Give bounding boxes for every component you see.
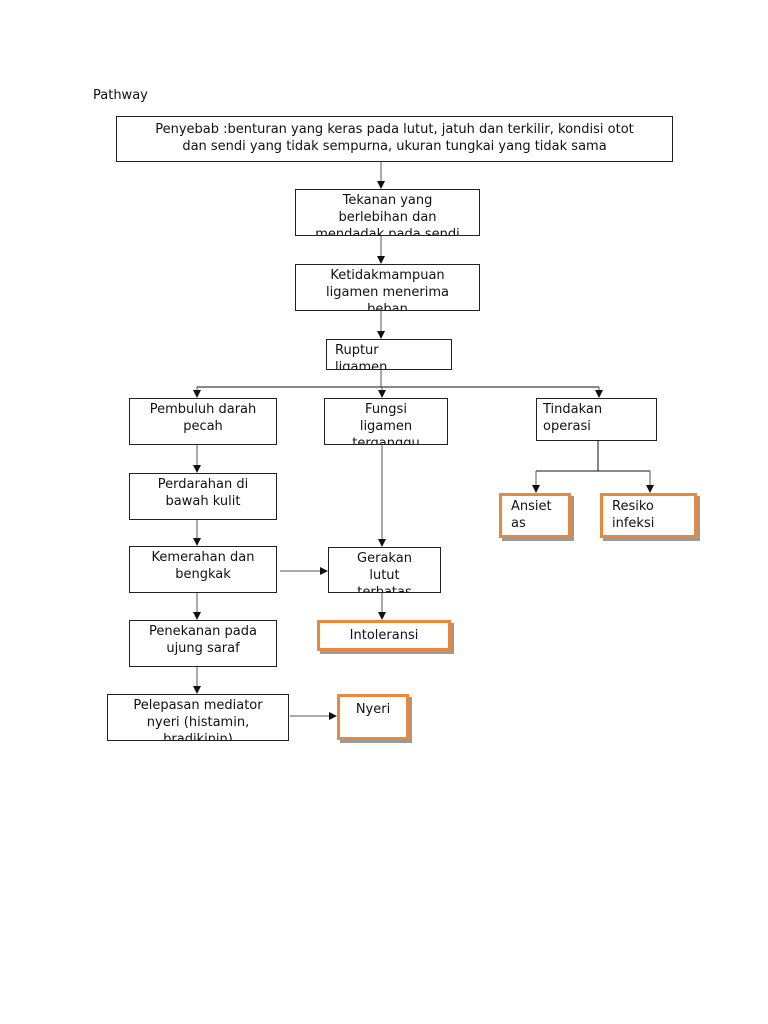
node-vessel: Pembuluh darah pecah xyxy=(129,398,277,445)
node-text: operasi xyxy=(543,419,591,434)
node-text: ligamen xyxy=(335,360,388,370)
node-text: as xyxy=(511,516,526,531)
node-surgery: Tindakan operasi xyxy=(536,398,657,441)
node-inability: Ketidakmampuan ligamen menerima beban xyxy=(295,264,480,311)
node-text: ujung saraf xyxy=(166,641,240,656)
node-text: ligamen xyxy=(359,419,413,434)
node-text: terganggu xyxy=(352,436,420,445)
node-pressure: Tekanan yang berlebihan dan mendadak pada … xyxy=(295,189,480,236)
node-text: bawah kulit xyxy=(165,494,241,509)
node-text: lutut xyxy=(369,568,400,583)
node-text: terbatas xyxy=(357,585,412,593)
node-text: Intoleransi xyxy=(349,628,419,643)
node-text: Ruptur xyxy=(335,343,379,358)
node-cause: Penyebab :benturan yang keras pada lutut… xyxy=(116,116,673,162)
node-redness: Kemerahan dan bengkak xyxy=(129,546,277,593)
node-function: Fungsi ligamen terganggu xyxy=(324,398,448,445)
node-text: pecah xyxy=(183,419,223,434)
node-intolerance: Intoleransi xyxy=(317,620,451,651)
node-text: Pembuluh darah xyxy=(149,402,257,417)
node-text: Nyeri xyxy=(355,702,391,717)
node-anxiety: Ansiet as xyxy=(499,493,571,538)
node-text: mendadak pada sendi xyxy=(315,227,460,236)
node-infection: Resiko infeksi xyxy=(600,493,697,538)
node-text: dan sendi yang tidak sempurna, ukuran tu… xyxy=(182,139,607,154)
node-text: bengkak xyxy=(175,567,231,582)
page-title: Pathway xyxy=(93,88,148,103)
node-text: Tindakan xyxy=(543,402,603,417)
node-text: infeksi xyxy=(612,516,655,531)
node-pain: Nyeri xyxy=(337,694,409,740)
node-rupture: Ruptur ligamen xyxy=(326,339,452,370)
node-text: Penekanan pada xyxy=(149,624,257,639)
node-text: Pelepasan mediator xyxy=(133,698,263,713)
node-movement: Gerakan lutut terbatas xyxy=(328,547,441,593)
node-text: Ansiet xyxy=(511,499,552,514)
node-text: bradikinin) xyxy=(163,732,233,741)
node-text: Ketidakmampuan xyxy=(330,268,445,283)
node-text: Gerakan xyxy=(357,551,412,566)
node-text: Resiko xyxy=(612,499,654,514)
node-text: Kemerahan dan xyxy=(151,550,255,565)
node-mediator: Pelepasan mediator nyeri (histamin, bradik… xyxy=(107,694,289,741)
node-text: berlebihan dan xyxy=(338,210,437,225)
node-text: Fungsi xyxy=(365,402,407,417)
node-text: Tekanan yang xyxy=(342,193,433,208)
node-nerve: Penekanan pada ujung saraf xyxy=(129,620,277,667)
node-text: beban xyxy=(367,302,408,311)
node-text: Penyebab :benturan yang keras pada lutut… xyxy=(155,122,634,137)
node-text: ligamen menerima xyxy=(326,285,449,300)
node-bleeding: Perdarahan di bawah kulit xyxy=(129,473,277,520)
node-text: Perdarahan di xyxy=(157,477,249,492)
node-text: nyeri (histamin, xyxy=(146,715,250,730)
